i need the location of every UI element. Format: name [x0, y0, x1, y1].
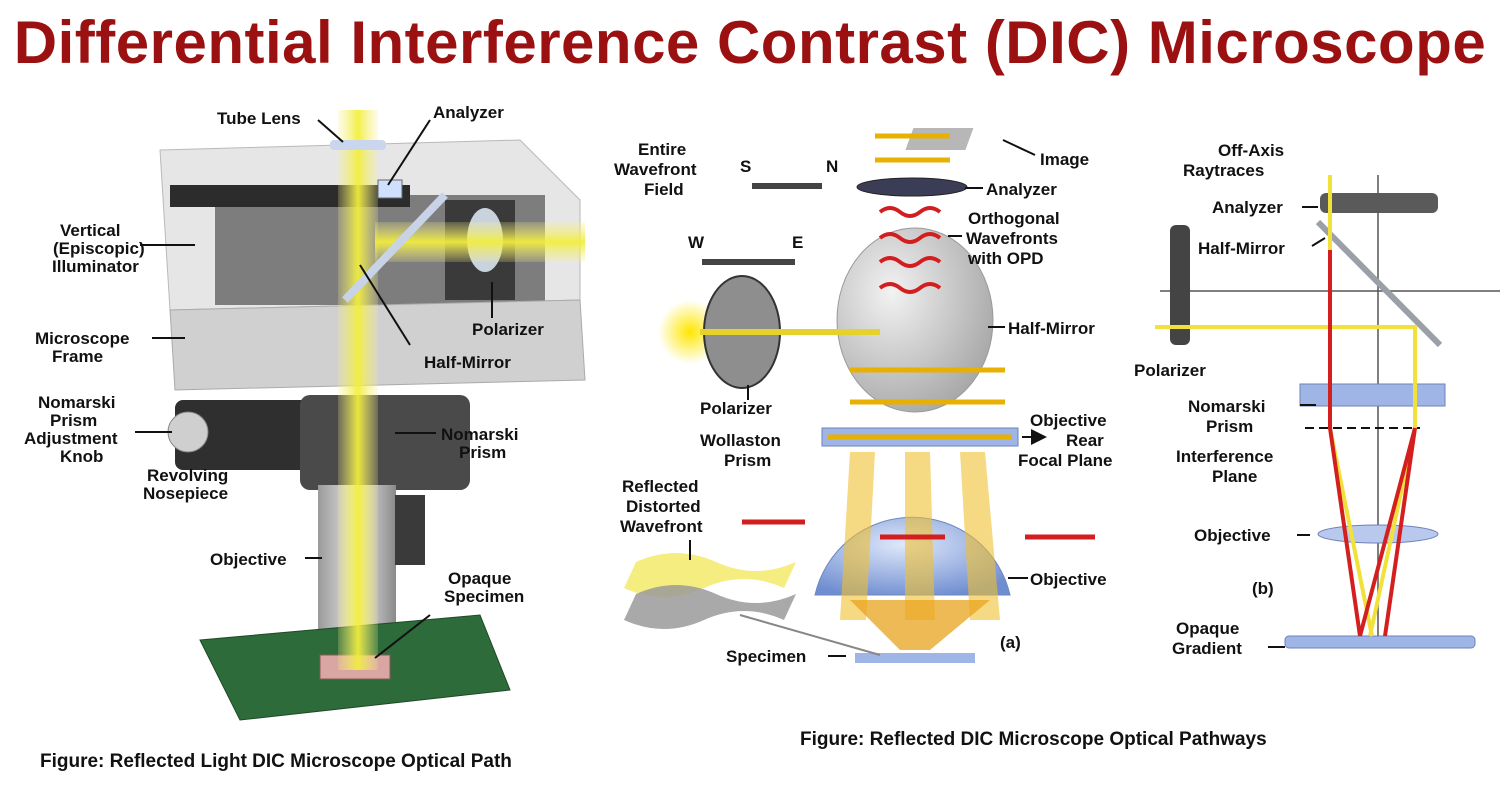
label-half-mirror-left: Half-Mirror — [424, 353, 511, 372]
label-frame-2: Frame — [52, 347, 103, 366]
panel-b-tag: (b) — [1252, 579, 1274, 598]
panel-a-leader-lines — [689, 139, 1047, 657]
left-caption: Figure: Reflected Light DIC Microscope O… — [40, 751, 512, 772]
half-mirror-disc — [836, 227, 994, 413]
specimen-slab — [855, 653, 975, 663]
label-nomarski-left-1: Nomarski — [441, 425, 518, 444]
ray-fan-bottom — [850, 600, 990, 650]
label-half-mirror-a: Half-Mirror — [1008, 319, 1095, 338]
page-title: Differential Interference Contrast (DIC)… — [13, 9, 1487, 76]
specimen-callout-line — [739, 614, 881, 656]
image-patch — [905, 128, 974, 150]
label-s: S — [740, 157, 751, 176]
panel-b: Off-Axis Raytraces Analyzer Half-Mirror … — [1134, 141, 1500, 658]
label-objective-b: Objective — [1194, 526, 1271, 545]
label-rear-focal-2: Rear — [1066, 431, 1104, 450]
label-knob-3: Adjustment — [24, 429, 118, 448]
label-objective-left: Objective — [210, 550, 287, 569]
label-distorted-2: Distorted — [626, 497, 701, 516]
horizontal-beam — [375, 222, 585, 262]
label-nomarski-left-2: Prism — [459, 443, 506, 462]
label-offaxis-1: Off-Axis — [1218, 141, 1284, 160]
tube-lens-shape — [330, 140, 386, 150]
label-interference-2: Plane — [1212, 467, 1257, 486]
orthogonal-wavefronts — [878, 206, 942, 294]
label-e: E — [792, 233, 803, 252]
label-vertical-1: Vertical — [60, 221, 121, 240]
distorted-wavefront-grey — [624, 585, 796, 629]
analyzer-b — [1320, 193, 1438, 213]
label-interference-1: Interference — [1176, 447, 1273, 466]
label-frame-1: Microscope — [35, 329, 129, 348]
label-analyzer-a: Analyzer — [986, 180, 1057, 199]
label-vertical-2: (Episcopic) — [53, 239, 145, 258]
label-nosepiece-1: Revolving — [147, 466, 228, 485]
nomarski-prism-b — [1299, 383, 1446, 407]
objective-lens-b — [1317, 524, 1439, 544]
label-analyzer-b: Analyzer — [1212, 198, 1283, 217]
label-tube-lens: Tube Lens — [217, 109, 301, 128]
label-specimen-1: Opaque — [448, 569, 511, 588]
label-specimen-2: Specimen — [444, 587, 524, 606]
panel-b-leader-lines — [1268, 206, 1326, 648]
panel-a: Entire Wavefront Field S N W E Image Ana… — [614, 128, 1112, 666]
left-figure: Tube Lens Analyzer Vertical (Episcopic) … — [24, 103, 586, 721]
ray-cone-right — [960, 452, 1000, 620]
label-orthogonal-2: Wavefronts — [966, 229, 1058, 248]
label-image: Image — [1040, 150, 1089, 169]
label-gradient-2: Gradient — [1172, 639, 1242, 658]
label-wavefront-1: Entire — [638, 140, 686, 159]
ray-traces-b — [1155, 175, 1417, 637]
label-nosepiece-2: Nosepiece — [143, 484, 228, 503]
label-analyzer: Analyzer — [433, 103, 504, 122]
label-polarizer-left: Polarizer — [472, 320, 544, 339]
label-half-mirror-b: Half-Mirror — [1198, 239, 1285, 258]
label-vertical-3: Illuminator — [52, 257, 139, 276]
label-knob-2: Prism — [50, 411, 97, 430]
polarizer-b — [1170, 225, 1190, 345]
label-wollaston-1: Wollaston — [700, 431, 781, 450]
label-offaxis-2: Raytraces — [1183, 161, 1264, 180]
half-mirror-element — [342, 192, 448, 303]
label-polarizer-b: Polarizer — [1134, 361, 1206, 380]
label-specimen-a: Specimen — [726, 647, 806, 666]
label-knob-1: Nomarski — [38, 393, 115, 412]
half-mirror-b — [1315, 219, 1443, 348]
label-wavefront-3: Field — [644, 180, 684, 199]
right-caption: Figure: Reflected DIC Microscope Optical… — [800, 729, 1267, 750]
analyzer-element — [377, 179, 403, 199]
vertical-beam — [338, 110, 378, 670]
label-orthogonal-3: with OPD — [967, 249, 1044, 268]
ray-cone-left — [840, 452, 875, 620]
objective-side-lens — [395, 495, 425, 565]
panel-a-tag: (a) — [1000, 633, 1021, 652]
label-gradient-1: Opaque — [1176, 619, 1239, 638]
analyzer-disc — [856, 177, 968, 197]
label-polarizer-a: Polarizer — [700, 399, 772, 418]
label-rear-focal-1: Objective — [1030, 411, 1107, 430]
red-arrows — [742, 519, 1095, 540]
label-n: N — [826, 157, 838, 176]
label-rear-focal-3: Focal Plane — [1018, 451, 1112, 470]
label-distorted-3: Wavefront — [620, 517, 703, 536]
label-nomarski-b-1: Nomarski — [1188, 397, 1265, 416]
opaque-gradient-b — [1284, 635, 1476, 649]
label-knob-4: Knob — [60, 447, 103, 466]
label-distorted-1: Reflected — [622, 477, 699, 496]
yellow-arrows — [828, 133, 1012, 440]
adjustment-knob — [167, 411, 209, 453]
label-objective-a: Objective — [1030, 570, 1107, 589]
label-wavefront-2: Wavefront — [614, 160, 697, 179]
label-nomarski-b-2: Prism — [1206, 417, 1253, 436]
label-wollaston-2: Prism — [724, 451, 771, 470]
label-orthogonal-1: Orthogonal — [968, 209, 1060, 228]
label-w: W — [688, 233, 705, 252]
left-leader-lines — [135, 119, 493, 659]
